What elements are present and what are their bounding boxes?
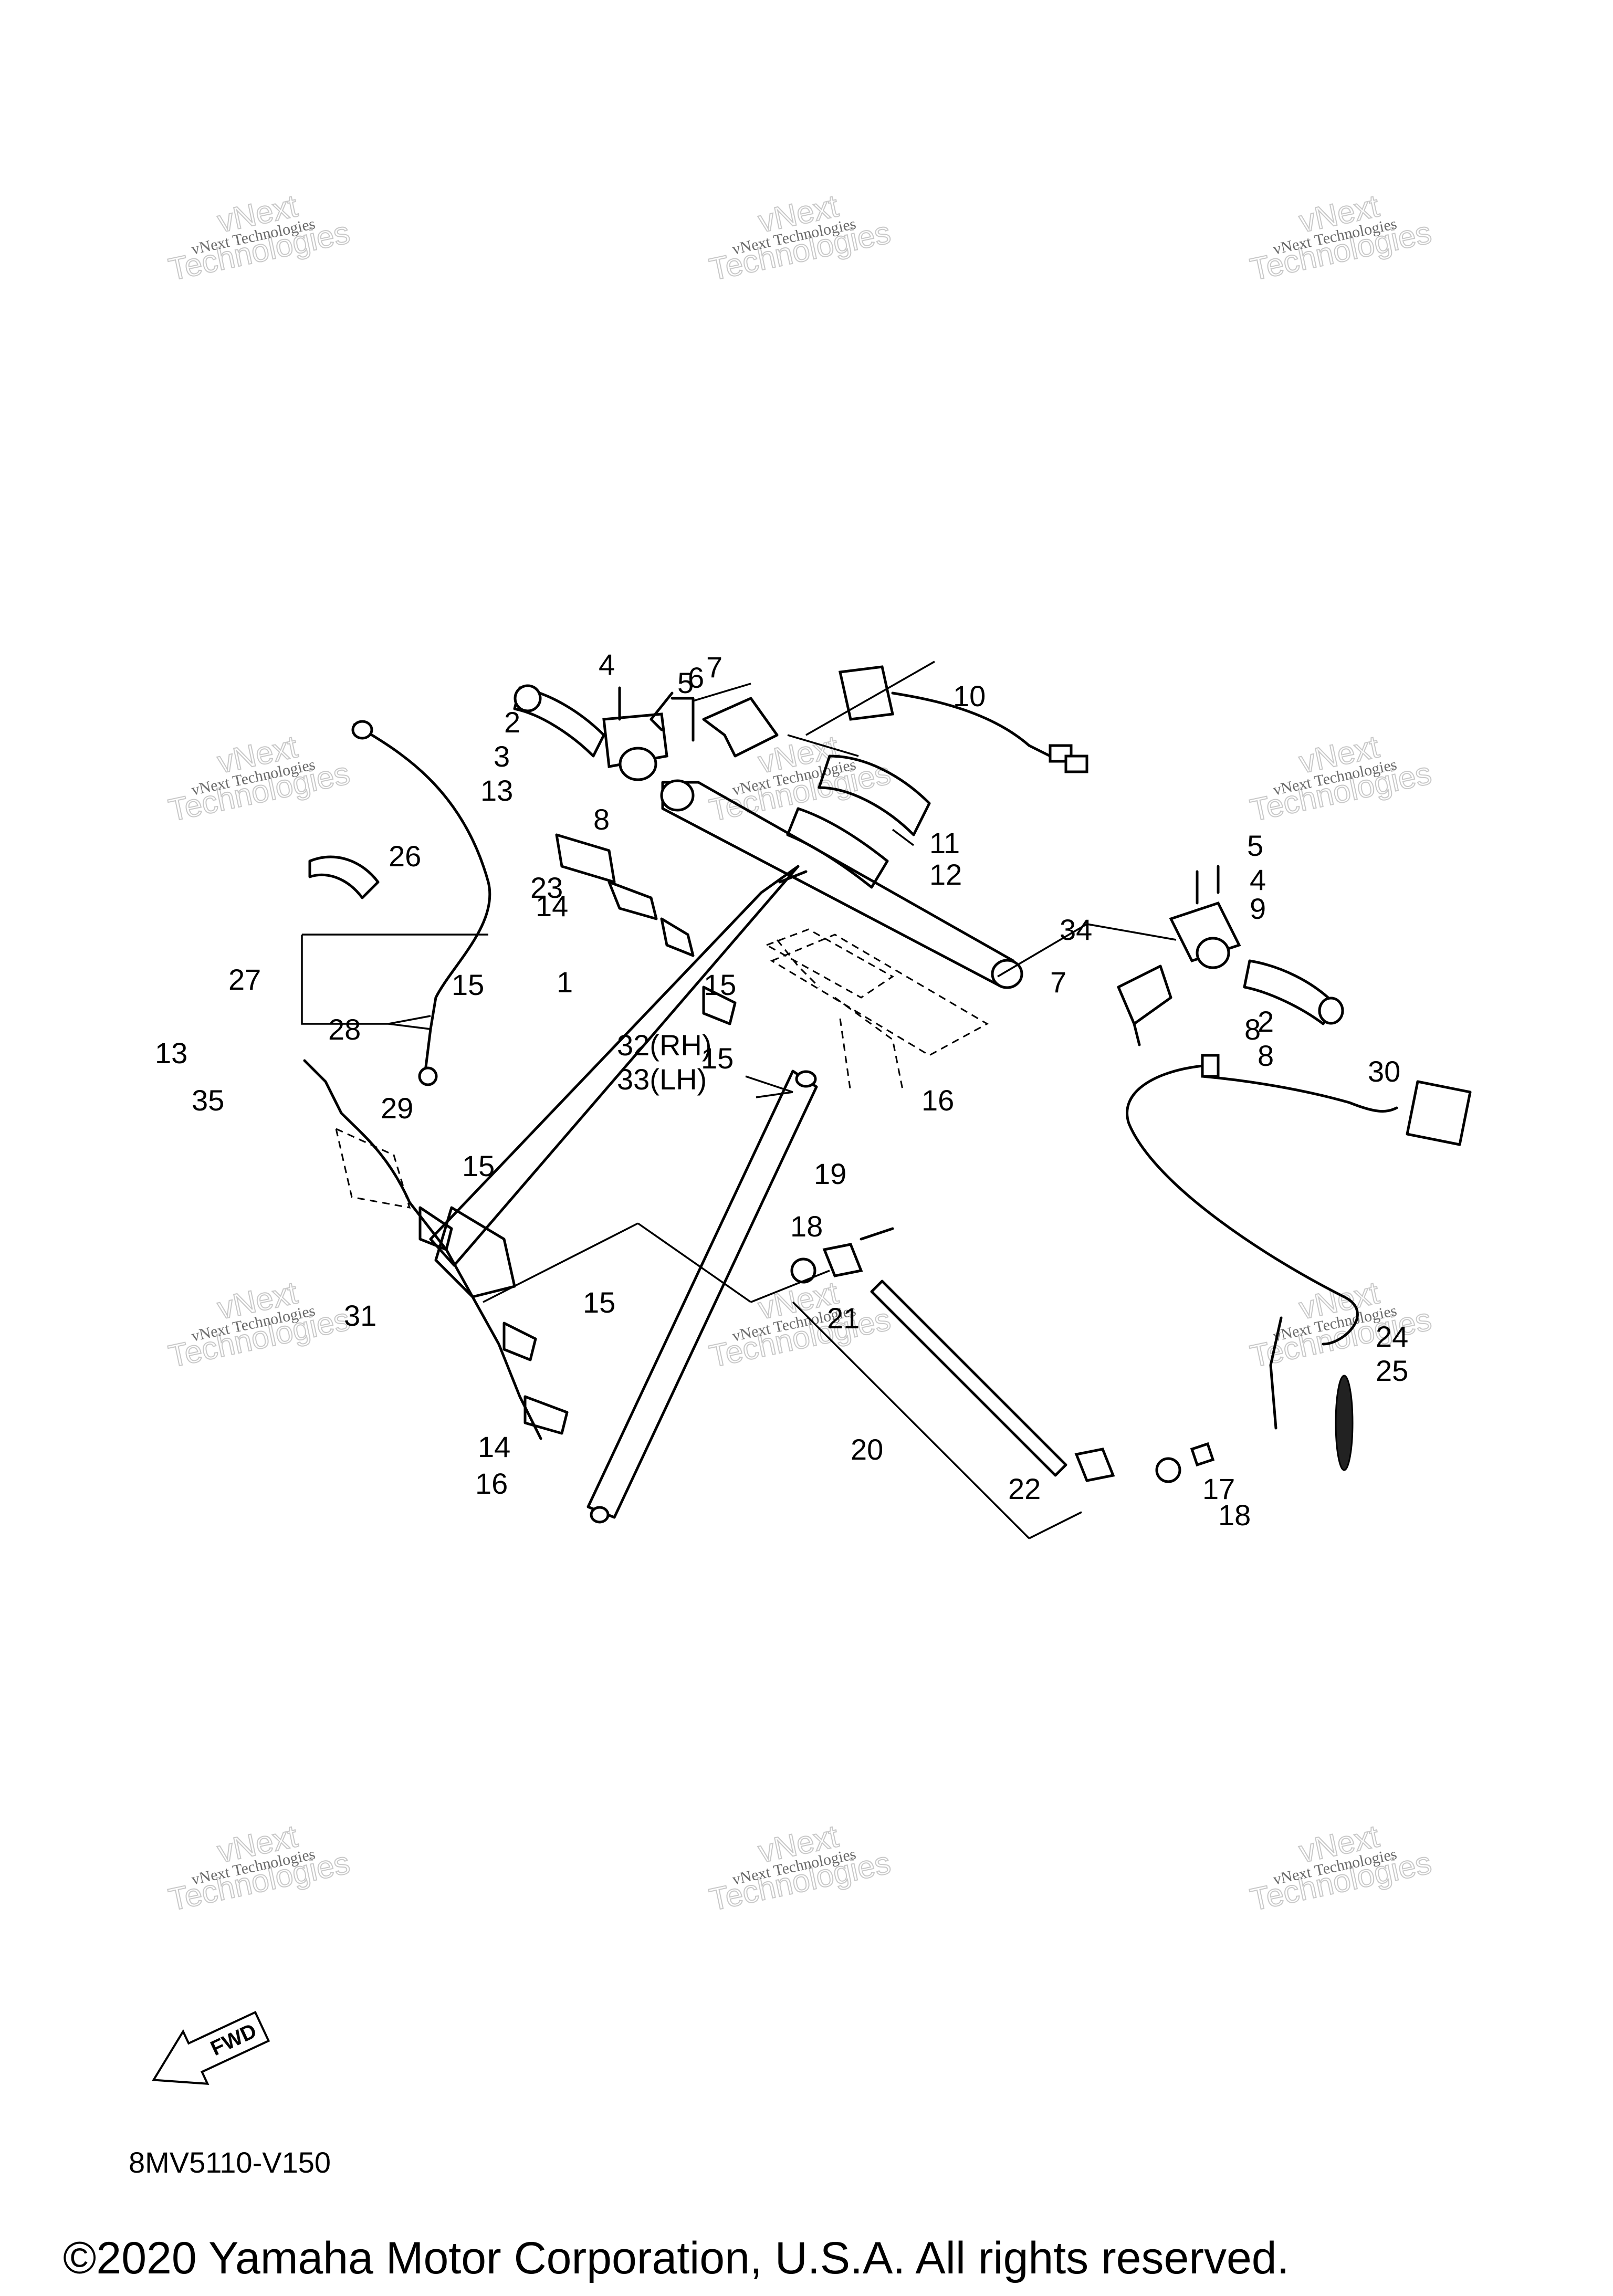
callout-13: 13 (480, 774, 513, 807)
callout-2: 2 (1258, 1005, 1274, 1038)
callout-19: 19 (814, 1157, 846, 1190)
callout-31: 31 (344, 1299, 376, 1332)
callout-9: 9 (1250, 892, 1266, 925)
callout-25: 25 (1376, 1354, 1408, 1387)
callout-4: 4 (1250, 863, 1266, 896)
callout-34: 34 (1060, 913, 1092, 946)
callout-4: 4 (599, 648, 615, 681)
callout-15: 15 (701, 1042, 734, 1075)
callout-15: 15 (583, 1286, 615, 1319)
callout-10: 10 (953, 679, 986, 712)
callout-14: 14 (536, 889, 568, 922)
callout-12: 12 (929, 858, 962, 891)
callout-16: 16 (475, 1467, 508, 1500)
callout-2: 2 (504, 706, 520, 739)
fwd-arrow: FWD (152, 2010, 270, 2085)
callout-16: 16 (921, 1084, 954, 1117)
callout-28: 28 (328, 1013, 361, 1046)
callout-8: 8 (1258, 1039, 1274, 1072)
parts-artwork (303, 665, 1472, 1524)
leader-lines (301, 661, 1177, 1539)
callout-13: 13 (155, 1036, 187, 1070)
callout-32-rh-: 32(RH) (617, 1029, 711, 1062)
callout-5: 5 (1247, 829, 1263, 862)
diagram-code: 8MV5110-V150 (129, 2146, 331, 2179)
callout-33-lh-: 33(LH) (617, 1063, 707, 1096)
callout-18: 18 (790, 1210, 823, 1243)
callout-15: 15 (462, 1149, 495, 1182)
callout-15: 15 (452, 968, 484, 1001)
callout-3: 3 (494, 740, 510, 773)
callout-26: 26 (389, 840, 421, 873)
callout-22: 22 (1008, 1472, 1041, 1505)
callout-6: 6 (688, 661, 704, 694)
callout-1: 1 (557, 966, 573, 999)
callout-21: 21 (827, 1302, 860, 1335)
callout-8: 8 (1244, 1013, 1261, 1046)
callout-7: 7 (706, 651, 722, 684)
callout-23: 23 (530, 871, 563, 904)
callout-7: 7 (1050, 966, 1066, 999)
callout-20: 20 (851, 1433, 883, 1466)
callout-35: 35 (192, 1084, 224, 1117)
callout-24: 24 (1376, 1320, 1408, 1353)
callout-29: 29 (381, 1092, 413, 1125)
callout-8: 8 (593, 803, 610, 836)
callout-17: 17 (1202, 1472, 1235, 1505)
callout-14: 14 (478, 1430, 510, 1463)
callout-30: 30 (1368, 1055, 1400, 1088)
callout-11: 11 (929, 826, 960, 859)
callout-5: 5 (677, 666, 694, 699)
callout-15: 15 (704, 968, 736, 1001)
callout-18: 18 (1218, 1498, 1251, 1532)
copyright-notice: ©2020 Yamaha Motor Corporation, U.S.A. A… (63, 2233, 1290, 2283)
callout-27: 27 (228, 963, 261, 996)
